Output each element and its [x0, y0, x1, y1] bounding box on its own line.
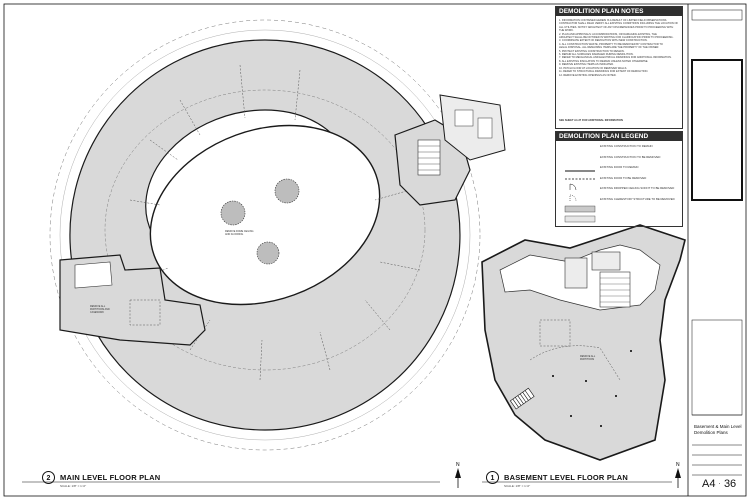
annotation-left-wing: REMOVE ALL PARTITIONS AND CASEWORK: [90, 305, 110, 314]
note-item: 8. ALL EXISTING INSULATION TO REMAIN UNL…: [559, 59, 649, 63]
sheet-prefix: A4: [702, 478, 716, 490]
note-item: 2. PLAN AND APPROVALS: ACCOMMODATIONS, O…: [559, 32, 657, 36]
note-item: 5. PROTECT EXISTING CONSTRUCTION TO REMA…: [559, 49, 625, 53]
main-plan-scale: SCALE: 1/8" = 1'-0": [60, 484, 87, 488]
legend-item: EXISTING CLERESTORY STRUCTURE TO BE REMO…: [600, 196, 675, 201]
legend-panel: DEMOLITION PLAN LEGEND EXISTING CONSTRUC…: [555, 131, 683, 227]
notes-list: 1. INFORMATION CONTAINED HEREIN IS A RES…: [559, 19, 681, 77]
main-plan-title: MAIN LEVEL FLOOR PLAN: [60, 473, 161, 482]
notes-panel: DEMOLITION PLAN NOTES 1. INFORMATION CON…: [555, 6, 683, 129]
north-arrow-basement: N: [675, 462, 681, 488]
basement-plan-number: 1: [486, 471, 499, 484]
notes-footnote: SEE SHEET A4-37 FOR ADDITIONAL INFORMATI…: [559, 119, 623, 122]
note-item: 7. REFER TO MECHANICAL AND ELECTRICAL DR…: [559, 56, 672, 60]
note-item: ARCHITECT SHALL BE NOTIFIED IN WRITING F…: [559, 36, 674, 40]
sheet-number: 36: [723, 478, 737, 490]
basement-level-plan: N: [481, 224, 686, 488]
title-block-frame: [687, 4, 743, 496]
legend-swatches: [564, 170, 596, 223]
legend-panel-title: DEMOLITION PLAN LEGEND: [556, 132, 682, 141]
project-title: Basement & Main Level Demolition Plans: [694, 424, 742, 435]
note-item: 1. INFORMATION CONTAINED HEREIN IS A RES…: [559, 19, 668, 22]
annotation-basement-room: REMOVE ALL PARTITIONS: [580, 355, 596, 361]
note-item: ALL UTILITIES. NOTIFY ARCHITECT OF ANY D…: [559, 25, 674, 29]
note-item: 10. PATCH FLOOR AT LOCATION OF REMOVED W…: [559, 66, 628, 70]
legend-item: EXISTING CONSTRUCTION TO REMAIN: [600, 144, 653, 148]
basement-plan-title: BASEMENT LEVEL FLOOR PLAN: [504, 473, 629, 482]
main-plan-number: 2: [42, 471, 55, 484]
sheet-separator: ·: [718, 480, 721, 488]
notes-panel-title: DEMOLITION PLAN NOTES: [556, 7, 682, 16]
note-item: THE WORK.: [559, 29, 574, 33]
annotation-center: REMOVE DOME CEILING AND FLOORING: [225, 230, 254, 236]
note-item: 6. REPAIR ALL SURFACES DAMAGED DURING DE…: [559, 53, 634, 57]
main-level-plan: N: [49, 19, 506, 488]
note-item: 12. REMOVE EXISTING OPENINGS AS NOTED.: [559, 73, 617, 77]
svg-text:N: N: [456, 462, 460, 468]
sheet-id: A4 · 36: [702, 478, 736, 490]
legend-item: EXISTING DOOR TO REMAIN: [600, 165, 639, 169]
note-item: 11. REFER TO STRUCTURAL DRAWINGS FOR EXT…: [559, 70, 649, 74]
svg-text:N: N: [676, 462, 680, 468]
note-item: 9. REMOVE EXISTING ITEMS AS INDICATED.: [559, 63, 614, 67]
legend-item: EXISTING DOOR TO BE REMOVED: [600, 175, 647, 180]
note-item: 3. COORDINATE EXTENT OF DEMOLITION WITH …: [559, 39, 648, 43]
note-item: CONTRACTOR SHALL FIELD VERIFY ALL EXISTI…: [559, 22, 679, 26]
legend-item: EXISTING CONSTRUCTION TO BE REMOVED: [600, 154, 661, 159]
note-item: 4. ALL CONSTRUCTION WASTE, PROPERTY TO B…: [559, 42, 663, 46]
legend-item: EXISTING DROPPED CEILING SOFFIT TO BE RE…: [600, 186, 675, 190]
north-arrow-main: N: [455, 462, 461, 488]
note-item: LEGAL DISPOSAL. ALL REMAINING ITEMS ARE …: [559, 46, 660, 50]
sheet-border: [3, 3, 747, 497]
basement-plan-scale: SCALE: 1/8" = 1'-0": [504, 484, 531, 488]
